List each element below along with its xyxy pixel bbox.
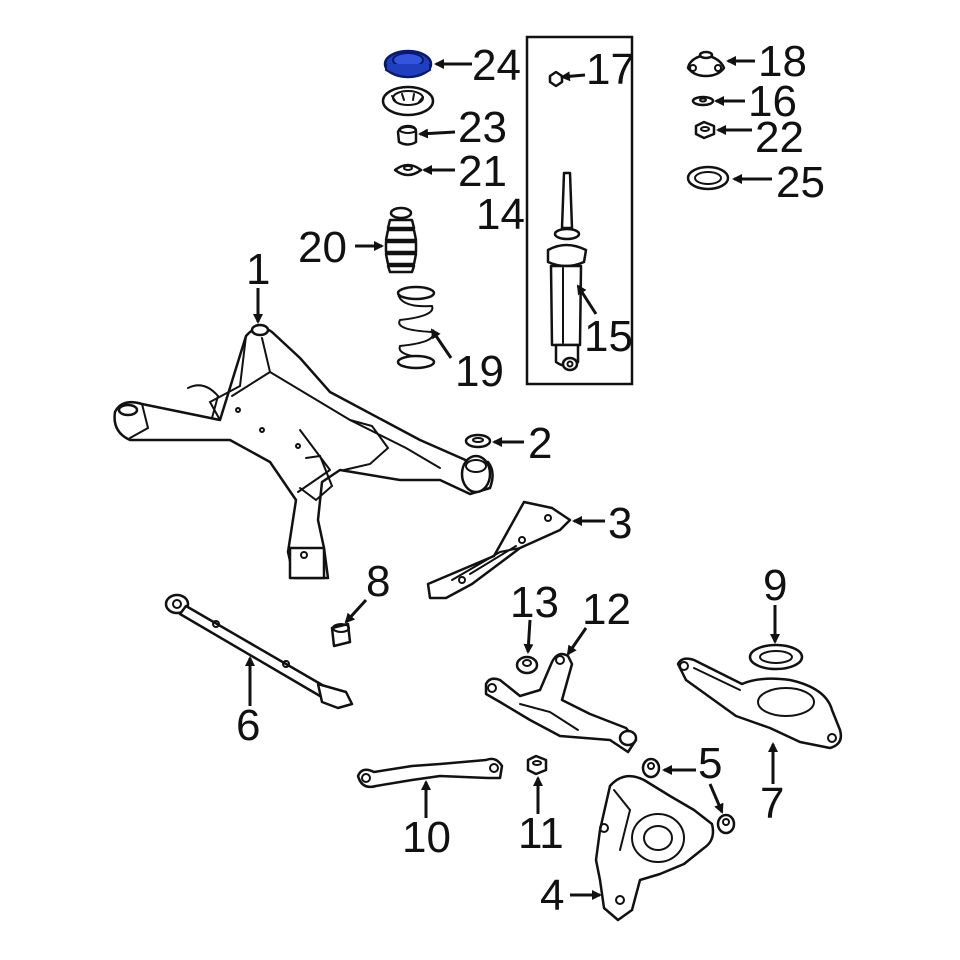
- callout-3: 3: [608, 499, 632, 548]
- part-22-nut[interactable]: [694, 120, 716, 140]
- callout-9: 9: [763, 561, 787, 610]
- part-11-nut[interactable]: [526, 754, 548, 776]
- callout-8: 8: [366, 557, 390, 606]
- callout-22: 22: [755, 113, 804, 162]
- shock-absorber-box: [525, 35, 634, 386]
- callout-12: 12: [582, 585, 631, 634]
- callout-21: 21: [458, 147, 507, 196]
- part-19-coil-spring[interactable]: [396, 285, 436, 370]
- callout-11: 11: [518, 809, 564, 858]
- part-10-trailing-link[interactable]: [356, 757, 504, 789]
- callout-23: 23: [458, 103, 507, 152]
- callout-5: 5: [698, 739, 722, 788]
- part-1-subframe[interactable]: [113, 323, 494, 580]
- part-21-mount-washer[interactable]: [393, 163, 423, 177]
- part-7-lower-control-arm[interactable]: [676, 657, 843, 750]
- callout-4: 4: [540, 871, 564, 920]
- callout-6: 6: [236, 701, 260, 750]
- callout-13: 13: [510, 578, 559, 627]
- part-5-bushing[interactable]: [641, 757, 736, 835]
- callout-labels: 24 17 18 16 22 25 23 21 14 20 19 15 1 2 …: [236, 37, 825, 920]
- part-8-bushing[interactable]: [330, 622, 352, 648]
- part-24-upper-spring-seat[interactable]: [383, 49, 433, 79]
- callout-24: 24: [472, 41, 521, 90]
- callout-15: 15: [584, 312, 633, 361]
- spring-insulator: [381, 85, 435, 117]
- part-25-seal-ring[interactable]: [686, 165, 730, 191]
- part-20-dust-boot[interactable]: [384, 206, 418, 274]
- callout-10: 10: [402, 813, 451, 862]
- callout-19: 19: [455, 347, 504, 396]
- part-9-spring-seat[interactable]: [748, 643, 804, 671]
- callout-20: 20: [298, 223, 347, 272]
- part-12-upper-link[interactable]: [484, 652, 638, 754]
- callout-14: 14: [476, 190, 525, 239]
- callout-17: 17: [586, 45, 635, 94]
- part-16-washer[interactable]: [691, 95, 715, 107]
- part-2-bushing[interactable]: [464, 433, 492, 449]
- callout-2: 2: [528, 419, 552, 468]
- part-13-bushing[interactable]: [515, 655, 539, 675]
- leader-lines: [245, 56, 780, 900]
- part-18-upper-mount[interactable]: [686, 50, 726, 78]
- callout-1: 1: [246, 245, 270, 294]
- callout-7: 7: [760, 779, 784, 828]
- part-3-reinforcement-plate[interactable]: [426, 500, 572, 600]
- part-23-bumper-cap[interactable]: [396, 124, 418, 146]
- callout-16: 16: [748, 77, 797, 126]
- part-4-knuckle[interactable]: [594, 774, 715, 922]
- callout-18: 18: [758, 37, 807, 86]
- part-6-lateral-link[interactable]: [164, 593, 354, 710]
- part-17-nut[interactable]: [548, 70, 564, 88]
- callout-25: 25: [776, 158, 825, 207]
- part-15-shock-absorber[interactable]: [546, 171, 588, 372]
